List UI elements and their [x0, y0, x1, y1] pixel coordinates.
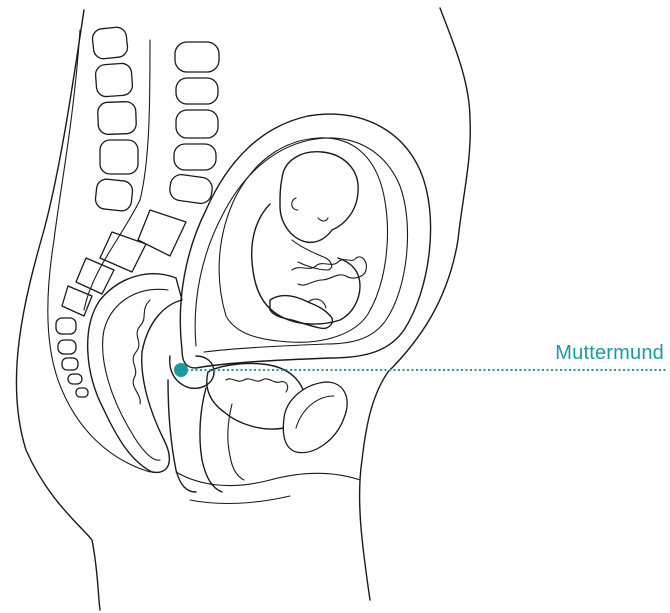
spine — [56, 26, 219, 397]
pointer-dot — [174, 363, 188, 377]
urethra — [228, 404, 244, 480]
belly-outline — [360, 8, 471, 600]
amniotic-sac — [219, 138, 387, 342]
back-outline — [16, 10, 100, 610]
vaginal-canal-front — [200, 388, 222, 492]
pubic-bone — [283, 382, 347, 453]
rectum — [88, 274, 182, 473]
uterus-outer — [180, 114, 430, 368]
pelvic-floor — [176, 472, 360, 486]
fetus — [252, 152, 367, 329]
muttermund-label: Muttermund — [555, 342, 664, 365]
bladder-fold — [226, 379, 288, 392]
